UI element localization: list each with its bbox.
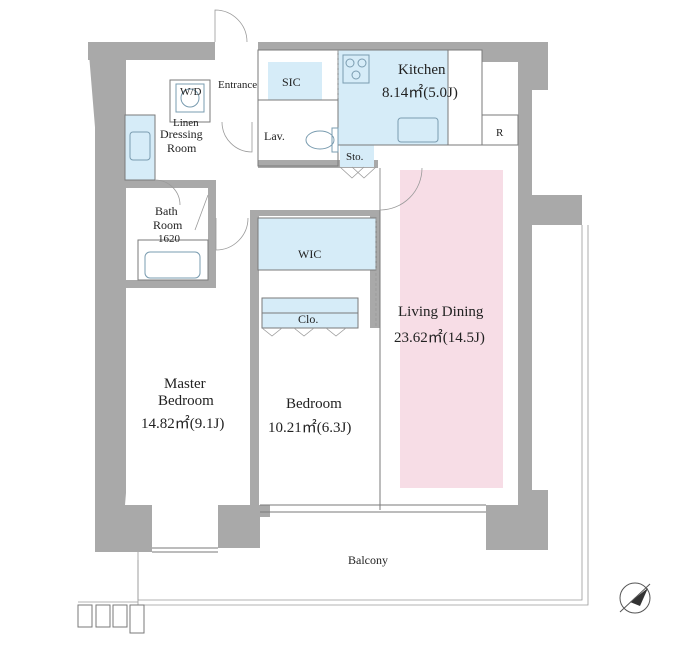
wic-label: WIC [298, 247, 321, 261]
washer-icon [175, 83, 205, 113]
compass-icon [619, 582, 651, 614]
dressing-label-2: Room [167, 141, 197, 155]
wd-label: W/D [180, 86, 201, 98]
bath-label-1: Bath [155, 204, 178, 218]
master-area: 14.82㎡(9.1J) [141, 415, 224, 432]
sink-icon [397, 117, 439, 143]
kitchen-label: Kitchen [398, 62, 446, 78]
bathtub-icon [144, 251, 201, 279]
living-area: 23.62㎡(14.5J) [394, 329, 485, 346]
lav-label: Lav. [264, 129, 285, 143]
kitchen-area: 8.14㎡(5.0J) [382, 84, 458, 101]
master-label-1: Master [164, 376, 206, 392]
balcony-label: Balcony [348, 553, 388, 567]
bath-label-2: Room [153, 218, 183, 232]
living-label: Living Dining [398, 304, 484, 320]
ac-units [77, 604, 145, 634]
master-label-2: Bedroom [158, 393, 214, 409]
storage-fills [125, 50, 448, 328]
dressing-label-1: Dressing [160, 127, 203, 141]
entrance-label: Entrance [218, 79, 257, 91]
outer-walls [88, 42, 582, 552]
interior-lines [78, 49, 589, 606]
basin-icon [129, 131, 151, 161]
bath-label-3: 1620 [158, 233, 181, 245]
stove-icon [342, 54, 370, 84]
clo-label: Clo. [298, 312, 318, 326]
refrigerator-label: R [496, 127, 504, 139]
toilet-icon [305, 127, 339, 153]
bedroom-label: Bedroom [286, 396, 342, 412]
sic-label: SIC [282, 75, 301, 89]
bedroom-area: 10.21㎡(6.3J) [268, 419, 351, 436]
living-highlight [400, 170, 503, 488]
doors [154, 9, 423, 337]
linen-label: Linen [173, 117, 199, 129]
sto-label: Sto. [346, 151, 364, 163]
